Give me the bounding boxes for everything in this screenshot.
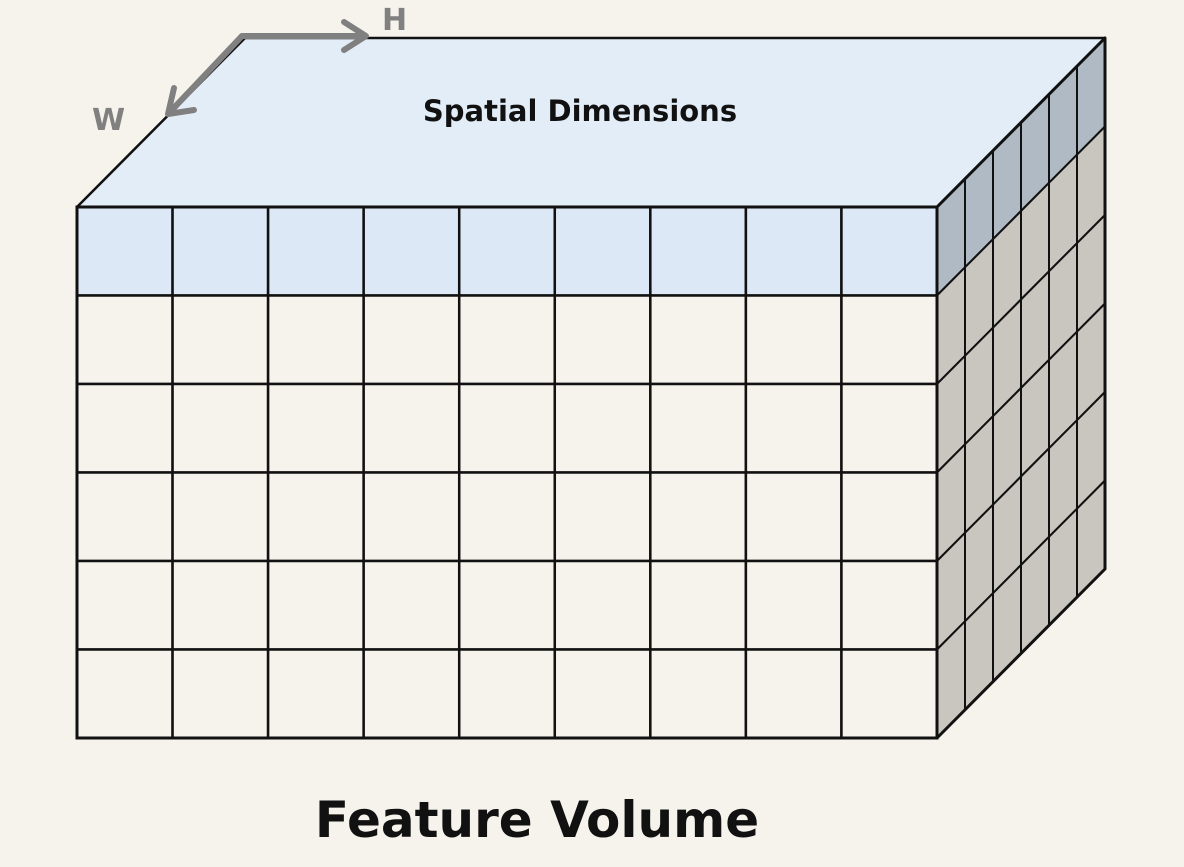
front-face-cell xyxy=(457,471,557,563)
front-face-cell xyxy=(840,559,939,651)
front-face-cell xyxy=(171,559,270,651)
front-face-cell xyxy=(744,382,843,474)
diagram-caption: Feature Volume xyxy=(315,791,759,849)
front-face-cell xyxy=(362,648,461,740)
front-face-cell xyxy=(649,648,748,740)
front-face-cell xyxy=(457,648,557,740)
h-axis-arrowhead xyxy=(341,19,369,53)
front-face-cell xyxy=(171,648,270,740)
front-face-cell xyxy=(75,294,174,386)
front-face-cell xyxy=(266,559,365,651)
front-face-cell xyxy=(75,559,174,651)
front-face-cell xyxy=(744,294,843,386)
front-face-cell xyxy=(840,205,939,297)
front-face-cell xyxy=(457,382,557,474)
front-face-cell xyxy=(171,205,270,297)
axis-arrows: H W xyxy=(92,3,407,138)
front-face-cell xyxy=(75,471,174,563)
front-face-cell xyxy=(744,559,843,651)
front-face-cell xyxy=(75,382,174,474)
front-face-cell xyxy=(362,471,461,563)
front-face-cell xyxy=(266,471,365,563)
front-face-cell xyxy=(744,471,843,563)
front-face-cell xyxy=(171,382,270,474)
w-axis-arrow xyxy=(167,33,245,115)
front-face-cell xyxy=(171,294,270,386)
front-face-cell xyxy=(649,559,748,651)
front-face-cell xyxy=(75,648,174,740)
front-face-cell xyxy=(553,648,652,740)
front-face-cell xyxy=(553,205,652,297)
front-face-cell xyxy=(266,382,365,474)
top-face-label: Spatial Dimensions xyxy=(423,94,737,128)
front-face-cell xyxy=(649,205,748,297)
front-face-cell xyxy=(266,205,365,297)
front-face-cell xyxy=(744,648,843,740)
w-axis-arrowhead xyxy=(165,85,197,117)
front-face-cell xyxy=(553,471,652,563)
front-face-cell xyxy=(266,648,365,740)
front-face-cell xyxy=(649,471,748,563)
front-face-cell xyxy=(553,382,652,474)
front-face-cell xyxy=(362,382,461,474)
feature-volume-cube xyxy=(75,36,1107,740)
front-face-cell xyxy=(840,471,939,563)
front-face-cell xyxy=(840,294,939,386)
front-face-cell xyxy=(362,294,461,386)
front-face-cell xyxy=(75,205,174,297)
w-axis-label: W xyxy=(92,103,125,138)
front-face-cell xyxy=(362,559,461,651)
front-face-cell xyxy=(457,294,557,386)
h-axis-label: H xyxy=(382,3,407,38)
front-face-cell xyxy=(362,205,461,297)
front-face-cell xyxy=(553,294,652,386)
front-face-cell xyxy=(840,648,939,740)
front-face-cell xyxy=(649,294,748,386)
front-face-cell xyxy=(553,559,652,651)
front-face-cell xyxy=(266,294,365,386)
front-face-cell xyxy=(744,205,843,297)
front-face-cell xyxy=(171,471,270,563)
side-face-outline xyxy=(935,36,1107,740)
front-face-cell xyxy=(649,382,748,474)
front-face-cell xyxy=(457,559,557,651)
front-face-cell xyxy=(840,382,939,474)
front-face-cell xyxy=(457,205,557,297)
